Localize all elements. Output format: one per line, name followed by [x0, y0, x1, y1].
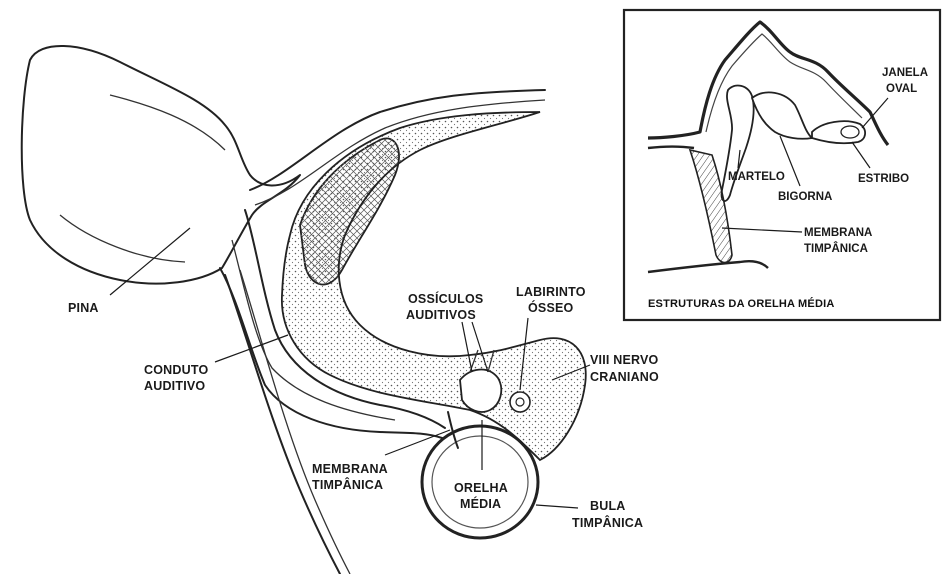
inset-frame	[624, 10, 940, 320]
bony-labyrinth	[510, 392, 530, 412]
inset-label-martelo: MARTELO	[728, 171, 785, 183]
label-ossiculos-line1: OSSÍCULOS	[408, 291, 483, 306]
leader-bula	[536, 505, 578, 508]
label-pina: PINA	[68, 301, 99, 315]
ossicles	[460, 370, 501, 412]
main-diagram: PINA CONDUTO AUDITIVO OSSÍCULOS AUDITIVO…	[22, 46, 659, 574]
label-orelha-line1: ORELHA	[454, 481, 508, 495]
inset-label-janela-line2: OVAL	[886, 83, 917, 95]
inset-caption: ESTRUTURAS DA ORELHA MÉDIA	[648, 297, 835, 310]
inset-label-membrana-line1: MEMBRANA	[804, 227, 872, 239]
label-orelha-line2: MÉDIA	[460, 496, 501, 511]
label-bula-line2: TIMPÂNICA	[572, 515, 643, 530]
label-labirinto-line2: ÓSSEO	[528, 300, 574, 315]
label-membrana-line2: TIMPÂNICA	[312, 477, 383, 492]
inset-label-bigorna: BIGORNA	[778, 191, 832, 203]
pinna-inner-fold-2	[60, 215, 185, 262]
label-ossiculos-line2: AUDITIVOS	[406, 308, 476, 322]
label-labirinto-line1: LABIRINTO	[516, 285, 586, 299]
pinna-shape	[22, 46, 300, 284]
inset-panel: JANELA OVAL MARTELO ESTRIBO BIGORNA MEMB…	[624, 10, 940, 320]
label-nervo-line2: CRANIANO	[590, 370, 659, 384]
inset-label-membrana-line2: TIMPÂNICA	[804, 242, 868, 255]
pinna-inner-fold	[110, 95, 225, 150]
leader-conduto	[215, 335, 288, 362]
inset-label-janela-line1: JANELA	[882, 67, 928, 79]
label-bula-line1: BULA	[590, 499, 626, 513]
label-nervo-line1: VIII NERVO	[590, 353, 659, 367]
label-membrana-line1: MEMBRANA	[312, 462, 388, 476]
inset-label-estribo: ESTRIBO	[858, 173, 909, 185]
label-conduto-line1: CONDUTO	[144, 363, 208, 377]
label-conduto-line2: AUDITIVO	[144, 379, 205, 393]
